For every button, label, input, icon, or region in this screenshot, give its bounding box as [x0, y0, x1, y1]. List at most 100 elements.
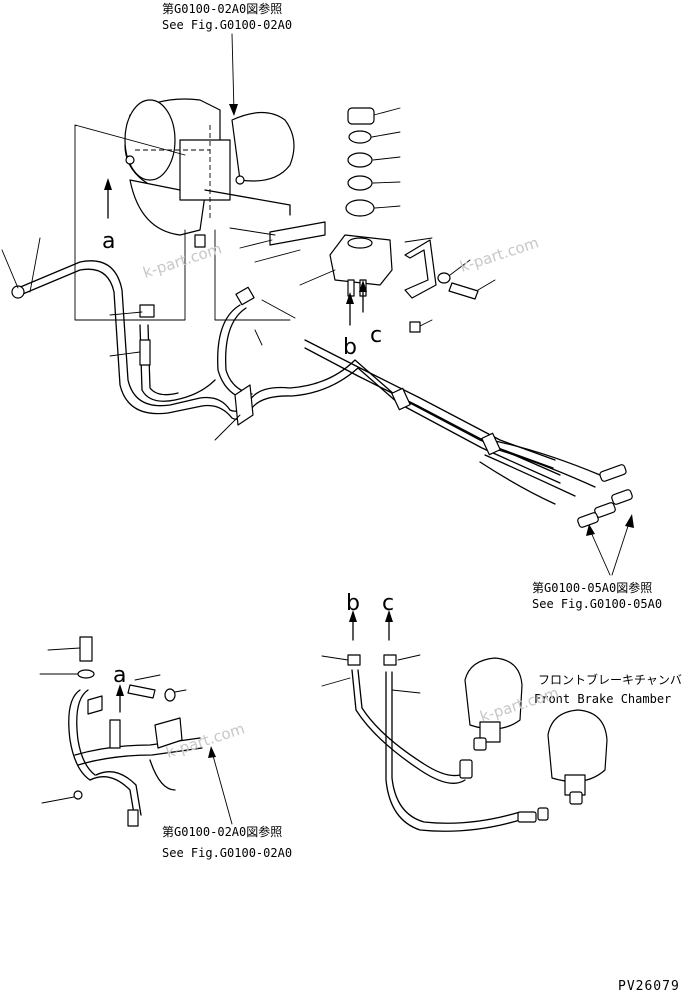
leader-branch [254, 329, 263, 346]
detail-bracket [87, 695, 103, 715]
reference-bottom-leader [211, 751, 233, 825]
reference-right-leader-1 [589, 529, 611, 576]
leader-clamp [214, 414, 241, 441]
pipe-end-3 [484, 454, 576, 497]
front-brake-chamber-1 [464, 657, 523, 751]
connection-b-detail-letter: b [346, 591, 360, 616]
chamber-fitting-1 [459, 759, 473, 779]
detail-nut-small [164, 688, 176, 702]
brake-chamber-1-port [473, 737, 487, 751]
detail-plate [154, 717, 183, 749]
connection-a-letter: a [102, 229, 115, 254]
detail-hose-a [109, 719, 121, 749]
washer-leader [449, 259, 471, 276]
detail-pipe-2 [76, 689, 96, 776]
reference-bottom-en: See Fig.G0100-02A0 [162, 846, 292, 860]
pipe-fitting-4 [577, 512, 599, 528]
connection-b-letter: b [343, 335, 357, 360]
reservoir-neck [347, 237, 373, 249]
reference-top-en: See Fig.G0100-02A0 [162, 18, 292, 32]
port-c-nut [383, 654, 397, 666]
connection-a-detail-arrow-head [116, 684, 124, 696]
pipe-end-2 [491, 447, 596, 488]
detail-fitting-bottom [127, 809, 139, 827]
pipe-elbow-left [11, 285, 25, 299]
reservoir-washer-1 [348, 130, 372, 144]
detail-pipe-4 [77, 747, 203, 766]
pipe-end-4 [479, 461, 556, 505]
port-b-nut [347, 654, 361, 666]
reference-right-arrow-1 [586, 524, 595, 536]
front-brake-chamber-label-jp: フロントブレーキチャンバ [538, 672, 682, 687]
frame-outline-left [74, 124, 186, 321]
front-brake-chamber-label: フロントブレーキチャンバ Front Brake Chamber [534, 672, 682, 706]
air-tank-rear [231, 111, 295, 182]
detail-bolt-leader [47, 647, 81, 651]
reservoir-filter [345, 199, 375, 217]
connection-c-detail-letter: c [382, 591, 394, 616]
reference-right-jp: 第G0100-05A0図参照 [532, 580, 652, 595]
pipe-clamp-2 [481, 432, 501, 456]
reservoir-mount-bracket [404, 239, 437, 299]
reservoir-washer-2-leader [372, 181, 401, 184]
reservoir-washer-1-leader [371, 131, 401, 138]
reference-top-arrow [229, 104, 238, 116]
reference-top: 第G0100-02A0図参照 See Fig.G0100-02A0 [162, 1, 292, 116]
reservoir-body [329, 234, 393, 286]
bracket-nut [409, 321, 421, 333]
chamber-fitting-2 [517, 811, 537, 823]
bracket-bolt [448, 282, 479, 300]
pipe-fitting-2 [611, 489, 633, 505]
pipe-end-1 [489, 439, 601, 476]
port-c-nut-leader [397, 654, 421, 661]
decal-plate-1 [269, 221, 326, 246]
reference-right-arrow-2 [625, 514, 634, 528]
pipe-branch-2 [147, 324, 179, 396]
pipe-hose-left [139, 339, 151, 366]
brake-chamber-2-body [547, 709, 608, 783]
tank-bracket [179, 139, 231, 201]
connection-b-detail-arrow-head [349, 610, 357, 622]
detail-pipe-6 [95, 771, 142, 816]
detail-pipe-7 [149, 759, 176, 791]
leader-elbow [1, 249, 19, 289]
tank-drain-valve [125, 155, 135, 165]
reservoir-port-b [347, 279, 355, 297]
decal-leader-2 [239, 239, 273, 249]
chamber-fitting-3 [537, 807, 549, 821]
reservoir-cap-leader [373, 107, 401, 116]
decal-leader-1 [229, 227, 276, 236]
port-b-pipe-leader [321, 677, 351, 687]
detail-washer [77, 669, 95, 679]
detail-bolt-small-leader [134, 674, 161, 681]
watermark-2: k-part.com [458, 233, 541, 275]
pipe-upper-2 [304, 347, 554, 469]
reference-bottom-arrow [208, 746, 216, 758]
reservoir-seal [347, 152, 373, 168]
front-brake-chamber-label-en: Front Brake Chamber [534, 692, 671, 706]
pipe-clamp-1 [391, 387, 411, 411]
tank-outlet-fitting [194, 234, 206, 248]
detail-right: b c [321, 591, 608, 832]
tank-mount-strap [204, 189, 291, 216]
leader-fitting-top [261, 299, 296, 319]
reservoir-cap [347, 107, 375, 125]
air-tank-assembly [124, 98, 295, 248]
watermark-1: k-part.com [141, 239, 224, 281]
connection-bc-main: b c [343, 280, 382, 360]
detail-pipe-1 [68, 689, 91, 781]
connection-b-arrow-head [346, 292, 354, 304]
pipe-branch-3 [217, 304, 249, 401]
reservoir-washer-2 [347, 175, 373, 191]
reservoir-bracket [404, 237, 496, 333]
reference-bottom: 第G0100-02A0図参照 See Fig.G0100-02A0 [162, 746, 292, 860]
pipe-clamp-3 [234, 384, 254, 426]
chamber-pipe-c-2 [391, 671, 521, 824]
pipe-main-1 [17, 260, 561, 476]
front-brake-chamber-2 [547, 709, 608, 805]
frame-outline-right [214, 229, 291, 321]
detail-pipe-5 [89, 776, 136, 821]
pipe-fitting-1 [599, 464, 627, 482]
chamber-pipe-b-2 [357, 669, 468, 777]
